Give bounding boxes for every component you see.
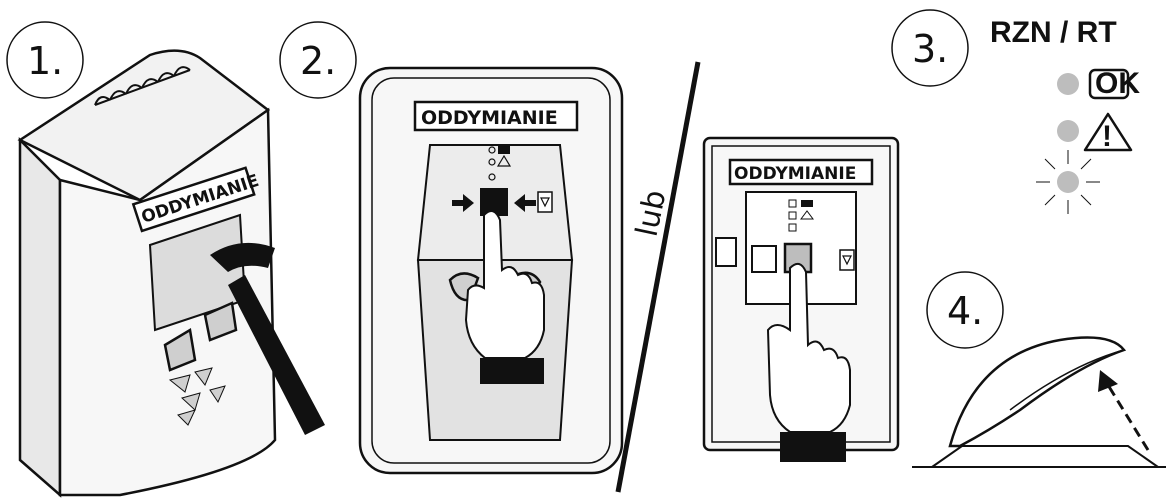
warning-symbol: ! (1102, 120, 1112, 153)
glass-shards (168, 367, 226, 426)
reset-key (751, 245, 777, 273)
step-3-number: 3. (912, 27, 948, 71)
flush-call-point: ODDYMIANIE (702, 136, 900, 462)
led-warning-row: ! (1057, 112, 1133, 153)
step-4: 4. (912, 271, 1166, 468)
step-1-number: 1. (27, 39, 63, 83)
alternative-divider: lub (615, 61, 701, 493)
button-left (163, 327, 197, 372)
warning-icon: ! (1083, 112, 1133, 153)
break-glass-call-point: ODDYMIANIE (17, 49, 325, 498)
step-2-badge: 2. (279, 21, 357, 99)
step-4-badge: 4. (926, 271, 1004, 349)
step-3: 3. RZN / RT OK ! (891, 9, 1140, 214)
roof-smoke-vent (912, 336, 1166, 468)
led-warning (1057, 120, 1079, 142)
blink-rays-icon (1036, 150, 1100, 214)
arrow-left-icon (514, 194, 536, 212)
led-ok (1057, 73, 1079, 95)
opening-arrow-icon (1098, 370, 1150, 451)
step-1-badge: 1. (6, 21, 84, 99)
step-2-number: 2. (300, 39, 336, 83)
button-right (203, 301, 238, 342)
hand-pressing-icon (464, 210, 545, 384)
led-ok-row: OK (1057, 67, 1140, 100)
step-1: 1. ODDYMIANIE (6, 21, 325, 498)
step-2: 2. ODDYMIANIE (279, 21, 624, 475)
shirt-cuff (480, 358, 544, 384)
led-blinking (1036, 150, 1100, 214)
ok-badge: OK (1095, 67, 1140, 100)
hand-pressing-icon-2 (766, 262, 851, 462)
shirt-cuff-2 (780, 432, 846, 462)
step-3-badge: 3. (891, 9, 969, 87)
call-point-front: ODDYMIANIE (358, 66, 624, 475)
arrow-right-icon (452, 194, 474, 212)
step-4-number: 4. (947, 289, 983, 333)
hammer-icon (210, 242, 325, 435)
status-panel-title: RZN / RT (990, 16, 1117, 49)
device-3-label: ODDYMIANIE (734, 164, 856, 184)
device-2-label: ODDYMIANIE (421, 107, 558, 129)
